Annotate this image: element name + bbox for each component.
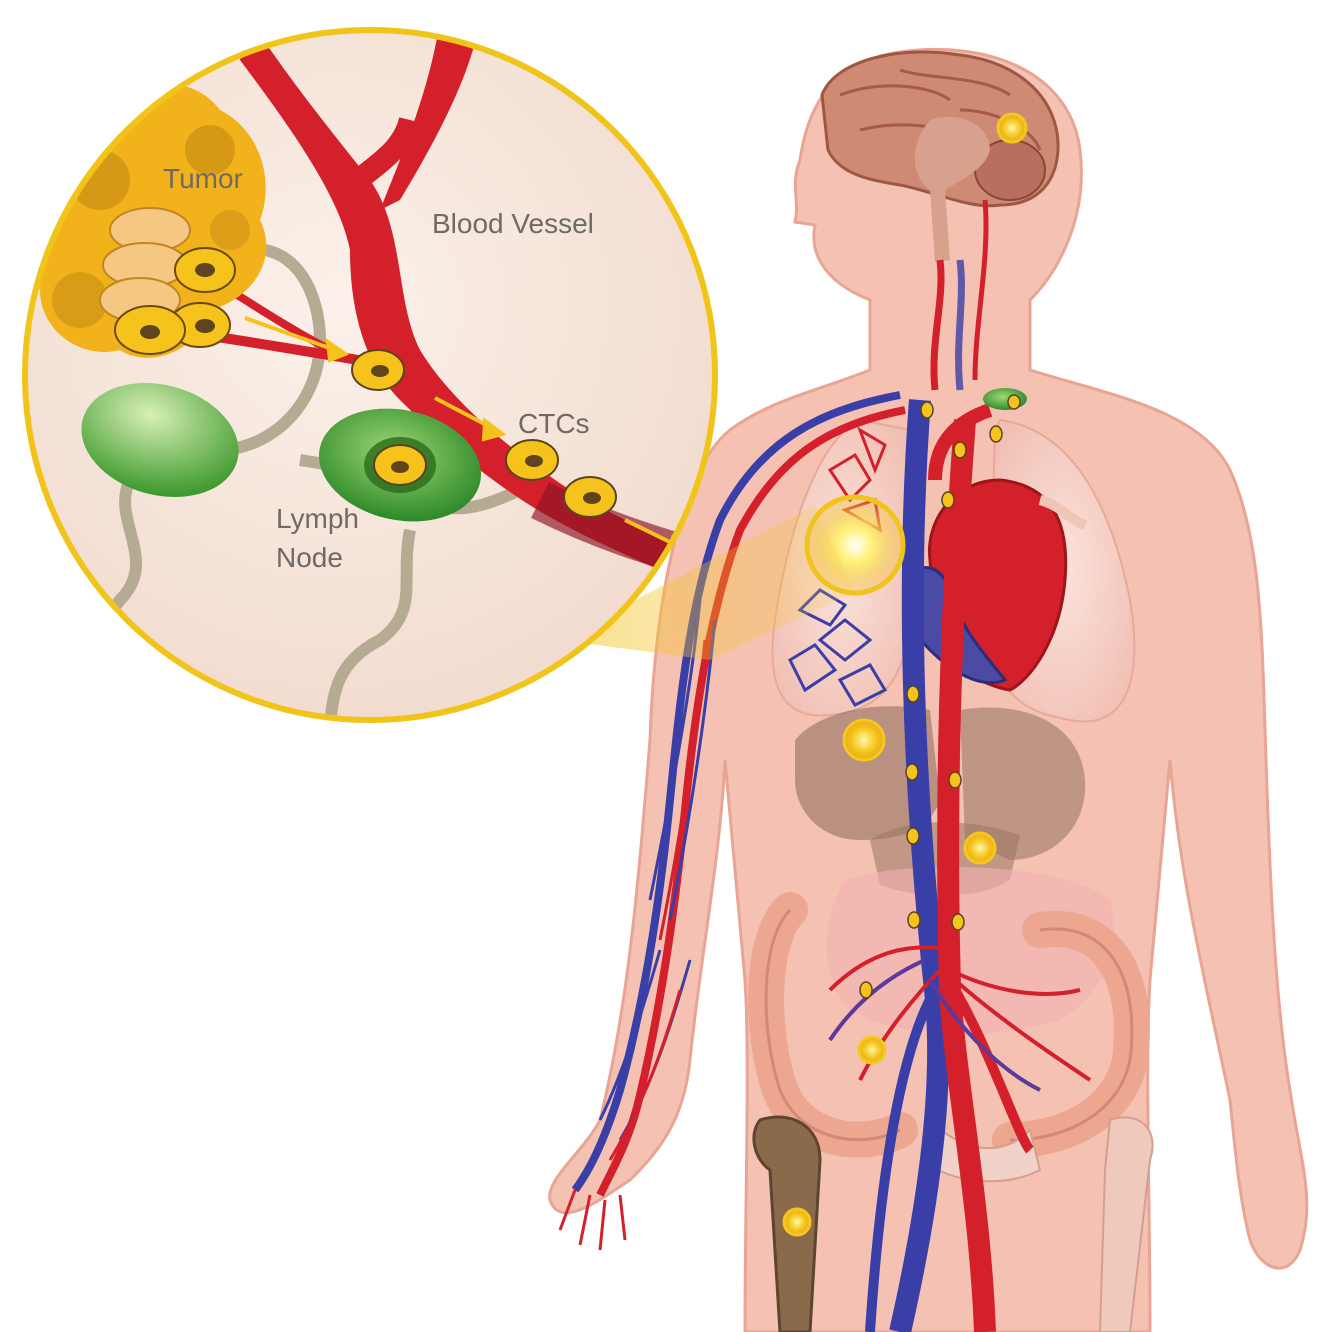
ctc-dot bbox=[942, 492, 954, 508]
ctc-dot bbox=[908, 912, 920, 928]
ctc-dot bbox=[906, 764, 918, 780]
ctc-dot bbox=[907, 828, 919, 844]
ctc-dot bbox=[952, 914, 964, 930]
neck-lymph-node bbox=[983, 388, 1027, 410]
ctc-dot bbox=[907, 686, 919, 702]
tumor-label: Tumor bbox=[163, 163, 243, 194]
ctcs-label: CTCs bbox=[518, 408, 590, 439]
organ-metastasis-marker bbox=[965, 833, 995, 863]
blood-vessel-label: Blood Vessel bbox=[432, 208, 594, 239]
lymph-node-label-line2: Node bbox=[276, 542, 343, 573]
lymph-node-label-line1: Lymph bbox=[276, 503, 359, 534]
intestine-metastasis-marker bbox=[859, 1037, 885, 1063]
brain-metastasis-marker bbox=[998, 114, 1026, 142]
ctc-dot bbox=[921, 402, 933, 418]
bone-metastasis-marker bbox=[784, 1209, 810, 1235]
ctc-dot bbox=[860, 982, 872, 998]
ctc-dot bbox=[949, 772, 961, 788]
liver-metastasis-marker bbox=[844, 720, 884, 760]
ctc-dot bbox=[954, 442, 966, 458]
ctc-dot bbox=[990, 426, 1002, 442]
